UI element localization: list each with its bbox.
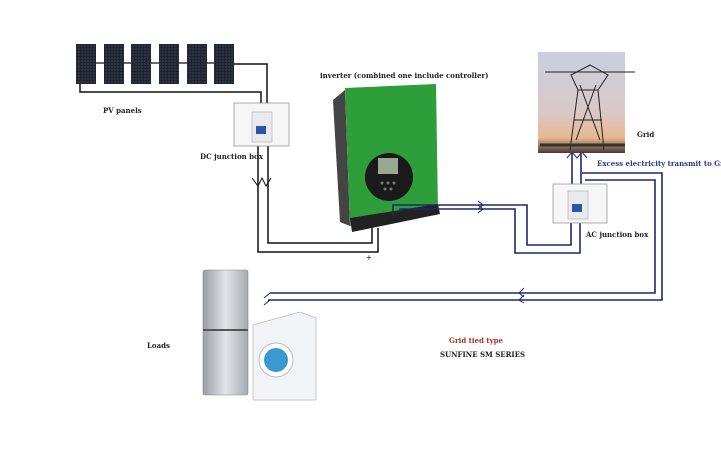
grid-label: Grid <box>637 130 655 139</box>
ac-junction-box-label: AC junction box <box>586 230 649 239</box>
dc-wires <box>79 63 379 253</box>
dc-junction-box <box>233 102 290 147</box>
pv-panels-label: PV panels <box>103 106 142 115</box>
inverter <box>333 84 440 232</box>
loads-label: Loads <box>147 341 170 350</box>
grid-tied-type-label: Grid tied type <box>449 336 503 345</box>
excess-electricity-label: Excess electricity transmit to Grid <box>597 159 721 168</box>
grid-pylon-image <box>538 52 635 153</box>
plus-terminal-label: + <box>366 253 372 262</box>
dc-junction-box-label: DC junction box <box>200 152 263 161</box>
pv-panels <box>76 44 234 84</box>
ac-junction-box <box>552 183 608 224</box>
washing-machine <box>252 311 317 401</box>
refrigerator <box>202 269 249 396</box>
ac-wires <box>263 151 663 306</box>
series-label: SUNFINE SM SERIES <box>440 350 526 359</box>
inverter-label: inverter (combined one include controlle… <box>320 71 489 80</box>
